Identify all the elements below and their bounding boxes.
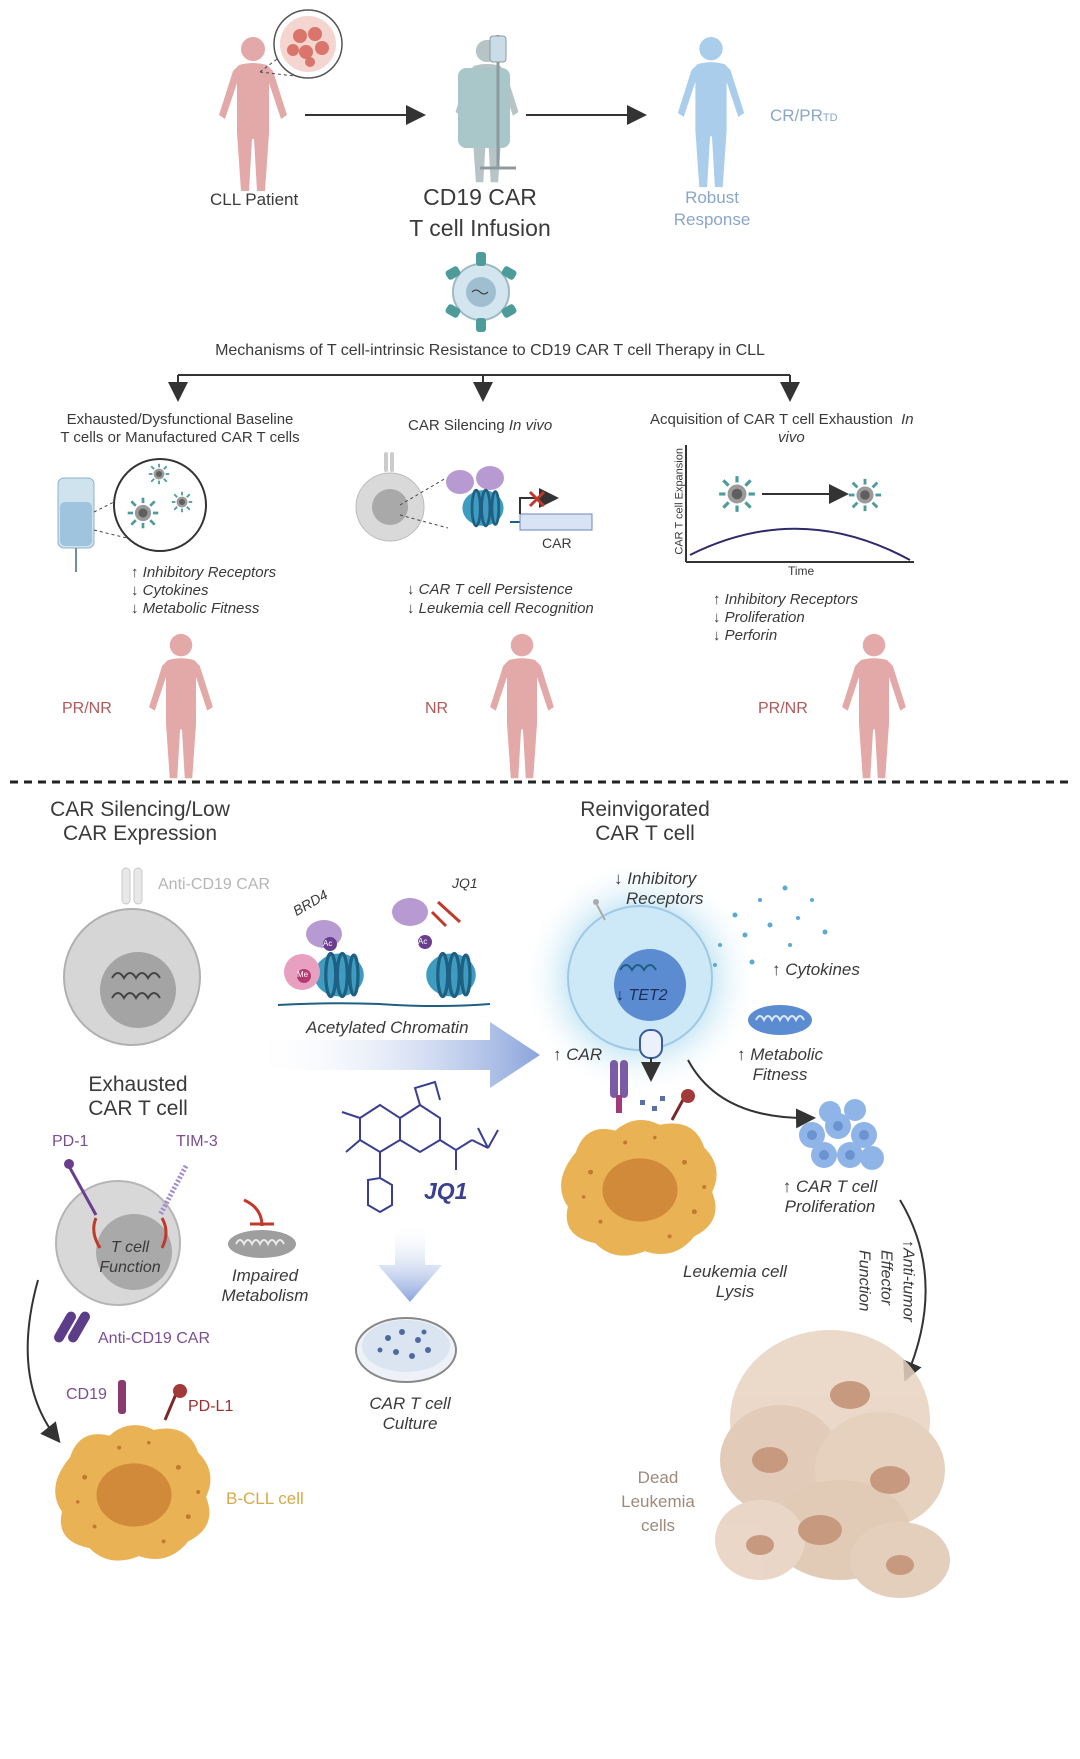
infusion-title-2: T cell Infusion: [409, 215, 551, 241]
inhibitory-label-2: Receptors: [626, 889, 704, 908]
branch3-outcome: PR/NR: [758, 700, 808, 717]
patient-label: CLL Patient: [210, 190, 299, 209]
mechanisms-heading: Mechanisms of T cell-intrinsic Resistanc…: [215, 342, 765, 359]
bcll-label: B-CLL cell: [226, 1489, 304, 1508]
ac-label-1: Ac: [323, 939, 333, 948]
cd19-label: CD19: [66, 1386, 107, 1403]
response-code-sub: TD: [822, 112, 838, 124]
jq1-big-label: JQ1: [424, 1178, 468, 1204]
response-label-2: Response: [673, 210, 751, 229]
cytokines-label: ↑ Cytokines: [772, 960, 860, 979]
branch2-title-main: CAR Silencing: [408, 417, 505, 434]
chromatin-label: Acetylated Chromatin: [306, 1018, 469, 1037]
branch2-effect-2: ↓ Leukemia cell Recognition: [407, 600, 594, 617]
tcell-function-1: T cell: [110, 1239, 150, 1256]
response-code-main: CR/PR: [770, 106, 823, 125]
infusion-title-1: CD19 CAR: [423, 184, 537, 210]
plot-xlabel: Time: [788, 564, 815, 578]
impaired-metabolism-2: Metabolism: [221, 1286, 309, 1305]
response-label-1: Robust: [685, 188, 739, 207]
branch3-title-1: Acquisition of CAR T cell Exhaustion In: [650, 411, 914, 428]
branch3-title-main: Acquisition of CAR T cell Exhaustion: [650, 411, 893, 428]
proliferation-label-1: ↑ CAR T cell: [782, 1177, 878, 1196]
antitumor-line-2: Effector: [877, 1250, 895, 1306]
tet2-label: ↓ TET2: [616, 987, 668, 1004]
proliferation-label-2: Proliferation: [784, 1197, 876, 1216]
branch1-effect-3: ↓ Metabolic Fitness: [131, 600, 260, 617]
branch3-effect-1: ↑ Inhibitory Receptors: [713, 591, 859, 608]
exhausted-title-2: CAR T cell: [88, 1097, 188, 1120]
me-label: Me: [297, 970, 309, 979]
branch3-effect-2: ↓ Proliferation: [713, 609, 805, 626]
tcell-function-2: Function: [99, 1259, 161, 1276]
car-gene-label: CAR: [542, 535, 572, 551]
reinvig-title-2: CAR T cell: [595, 822, 695, 845]
branch1-outcome: PR/NR: [62, 700, 112, 717]
car-up-label: ↑ CAR: [553, 1045, 603, 1064]
jq1-small-label: JQ1: [452, 875, 478, 891]
impaired-metabolism-1: Impaired: [231, 1266, 299, 1285]
branch1-title-1: Exhausted/Dysfunctional Baseline: [66, 411, 294, 428]
branch1-title-2: T cells or Manufactured CAR T cells: [60, 429, 300, 446]
branch2-title-italic: In vivo: [508, 417, 553, 434]
branch3-title-italic-2: vivo: [778, 429, 805, 446]
culture-label-1: CAR T cell: [369, 1394, 451, 1413]
pd1-label: PD-1: [52, 1133, 89, 1150]
anti-cd19-car-bottom: Anti-CD19 CAR: [98, 1330, 211, 1347]
lysis-label-2: Lysis: [715, 1282, 755, 1301]
culture-label-2: Culture: [382, 1414, 438, 1433]
branch3-title-italic-1: In: [901, 411, 914, 428]
tim3-label: TIM-3: [176, 1133, 218, 1150]
antitumor-label: ↑Anti-tumor Effector Function: [842, 1240, 922, 1350]
dead-label-1: Dead: [637, 1468, 679, 1487]
metabolic-label-2: Fitness: [752, 1065, 808, 1084]
branch3-effect-3: ↓ Perforin: [713, 627, 778, 644]
inhibitory-label-1: ↓ Inhibitory: [614, 869, 697, 888]
silencing-title-2: CAR Expression: [62, 822, 218, 845]
car-t-cell-icon: [445, 252, 517, 332]
silencing-title-1: CAR Silencing/Low: [50, 798, 230, 821]
ac-label-2: Ac: [418, 937, 428, 946]
pdl1-label: PD-L1: [188, 1398, 234, 1415]
antitumor-line-1: ↑Anti-tumor: [899, 1240, 917, 1322]
branch2-effect-1: ↓ CAR T cell Persistence: [407, 581, 573, 598]
dead-label-3: cells: [640, 1516, 675, 1535]
response-code: CR/PRTD: [770, 106, 838, 126]
exhausted-title-1: Exhausted: [88, 1073, 188, 1096]
branch1-effect-2: ↓ Cytokines: [131, 582, 209, 599]
reinvig-title-1: Reinvigorated: [580, 798, 710, 821]
anti-cd19-car-top: Anti-CD19 CAR: [158, 876, 271, 893]
branch1-effect-1: ↑ Inhibitory Receptors: [131, 564, 277, 581]
plot-ylabel: CAR T cell Expansion: [673, 448, 686, 555]
lysis-label-1: Leukemia cell: [683, 1262, 787, 1281]
antitumor-line-3: Function: [855, 1250, 873, 1312]
metabolic-label-1: ↑ Metabolic: [737, 1045, 823, 1064]
branch2-title: CAR Silencing In vivo: [408, 417, 552, 434]
dead-label-2: Leukemia: [621, 1492, 695, 1511]
branch2-outcome: NR: [425, 700, 449, 717]
